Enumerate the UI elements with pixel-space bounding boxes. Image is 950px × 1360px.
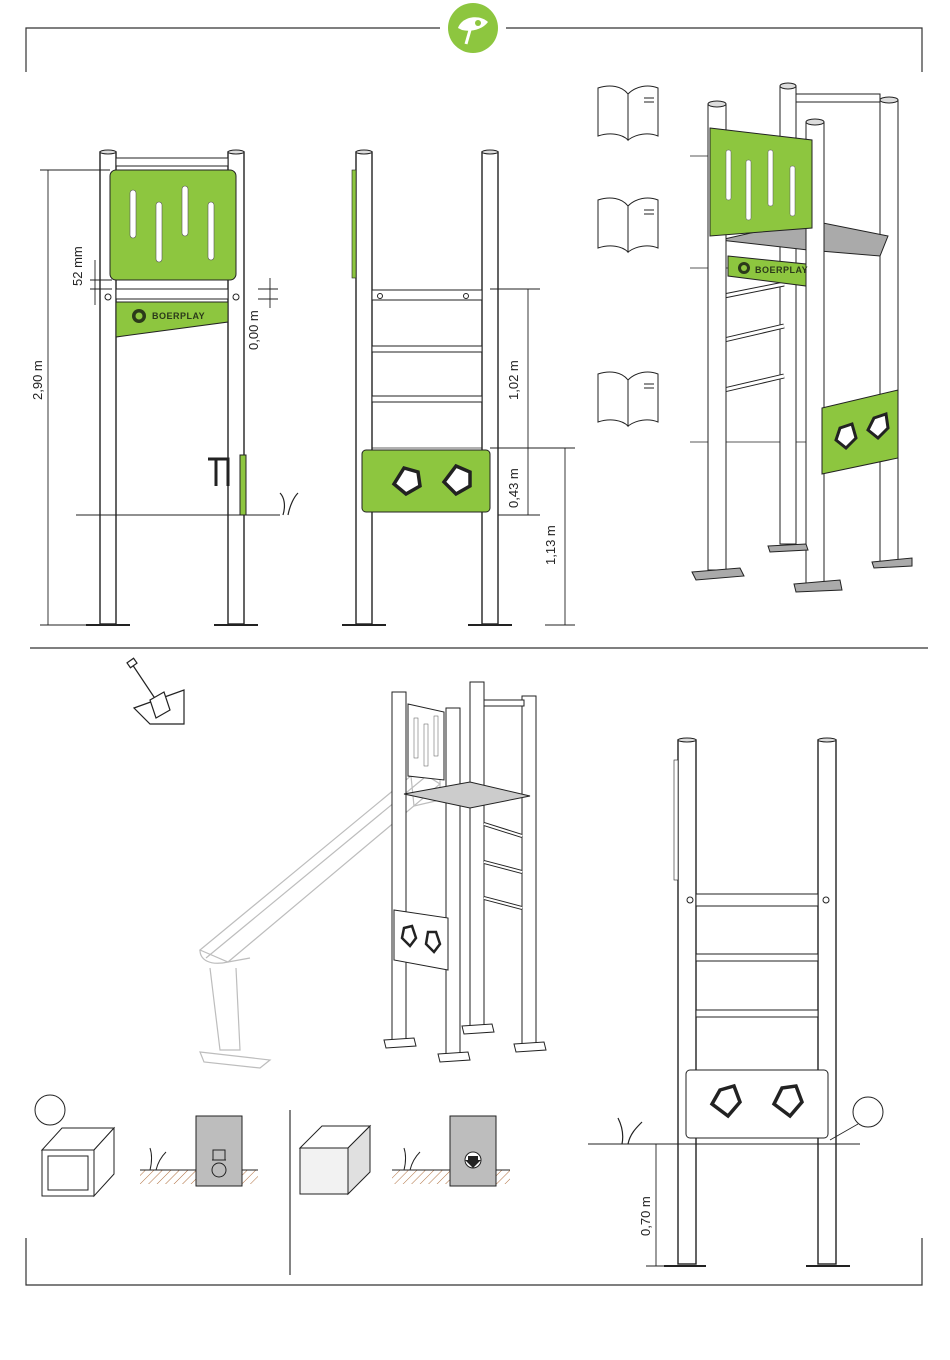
- grass-icon: [280, 493, 298, 515]
- solid-post-detail: [300, 1126, 370, 1194]
- dim-platform-height: 1,02 m: [506, 360, 521, 400]
- front-view: BOERPLAY: [86, 150, 258, 625]
- open-book-icon: [598, 372, 658, 426]
- dim-ground-offset: 0,00 m: [246, 310, 261, 350]
- brand-label-front: BOERPLAY: [152, 311, 205, 321]
- isometric-view-slide: [200, 682, 546, 1068]
- dim-lower-to-ground: 1,13 m: [543, 525, 558, 565]
- shovel-icon: [127, 658, 184, 724]
- isometric-view-top: BOERPLAY: [692, 83, 912, 592]
- dim-burial-depth: 0,70 m: [638, 1196, 653, 1236]
- dimension-lines-side: [490, 289, 575, 625]
- open-book-icon: [598, 198, 658, 252]
- dim-total-height: 2,90 m: [30, 360, 45, 400]
- grass-icon: [618, 1118, 642, 1144]
- dim-panel-gap: 52 mm: [70, 246, 85, 286]
- open-book-icon: [598, 86, 658, 140]
- leaf-logo-icon: [448, 3, 498, 53]
- hollow-post-detail: [35, 1095, 114, 1196]
- hollow-post-ground-detail: [140, 1116, 258, 1186]
- dim-lower-panel: 0,43 m: [506, 468, 521, 508]
- brand-label-iso: BOERPLAY: [755, 265, 808, 275]
- side-view: [342, 150, 512, 625]
- burial-depth-view: [664, 738, 883, 1266]
- solid-post-ground-detail: [392, 1116, 510, 1186]
